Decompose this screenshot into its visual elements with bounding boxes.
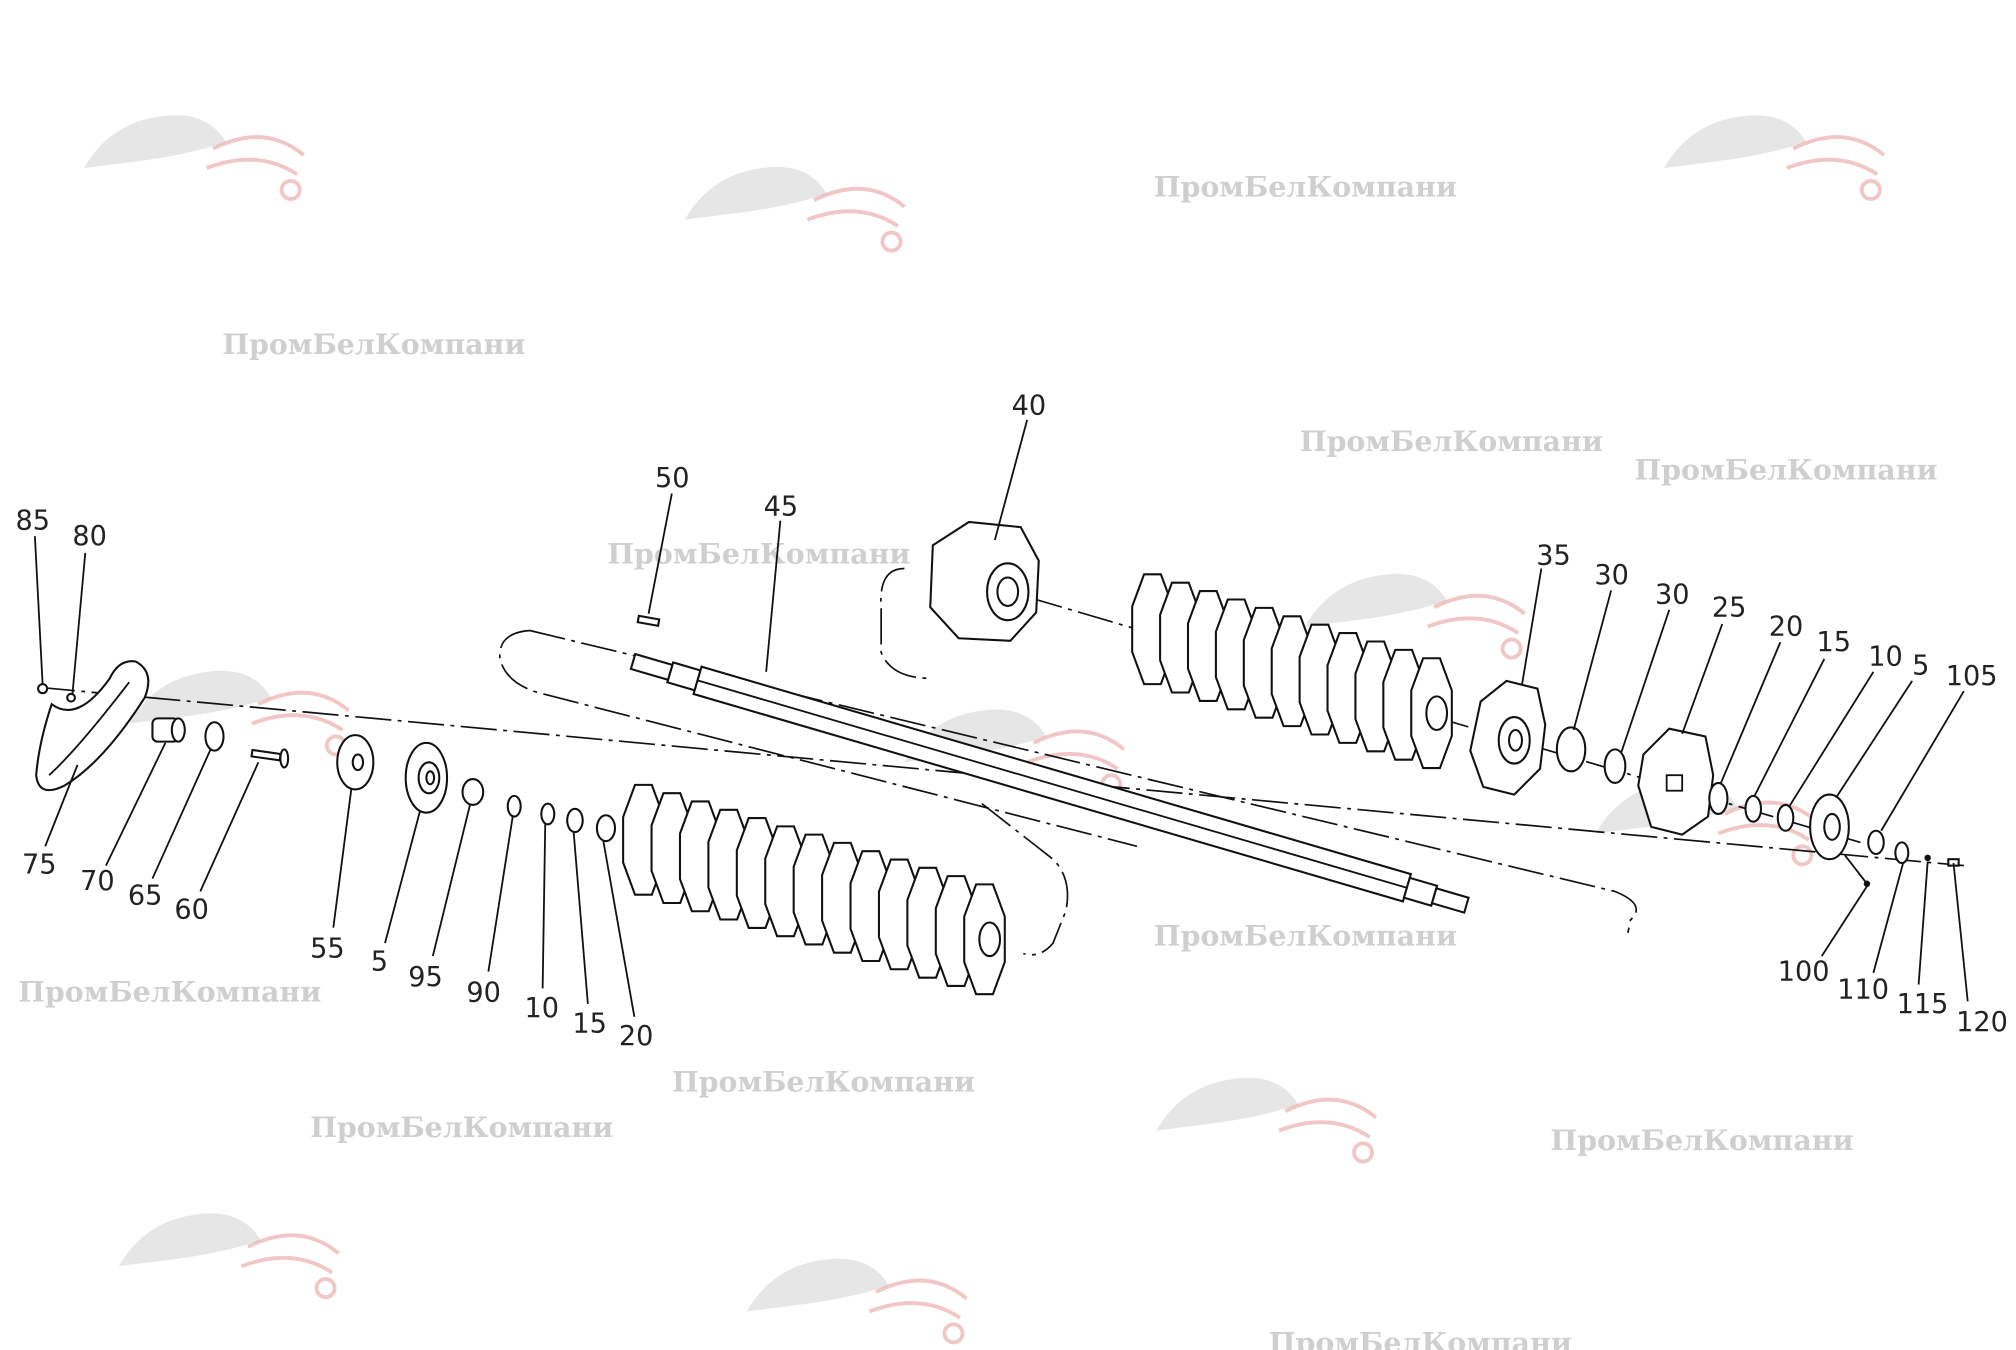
callout-50: 50 (655, 463, 690, 494)
shaft-envelope (499, 629, 1638, 933)
callout-10: 10 (525, 993, 560, 1024)
ring-15 (566, 807, 584, 834)
key-50 (636, 614, 661, 627)
callout-labels: 85 80 75 70 65 60 55 5 95 90 10 15 20 50… (16, 391, 2008, 1052)
watermark-text: ПромБелКомпани (1269, 1326, 1572, 1350)
callout-120: 120 (1956, 1007, 2008, 1038)
ring-30 (1603, 748, 1627, 784)
callout-30: 30 (1594, 560, 1629, 591)
callout-70: 70 (80, 866, 115, 897)
shaft-45 (629, 652, 1470, 914)
watermark-text: ПромБелКомпани (310, 1110, 613, 1144)
bearing-5 (404, 741, 449, 814)
flange-55 (336, 734, 375, 791)
roller-lower (622, 783, 1006, 996)
bearing-5-right (1809, 793, 1850, 861)
callout-25: 25 (1712, 592, 1747, 623)
callout-20: 20 (619, 1021, 654, 1052)
seal-30 (1555, 726, 1587, 773)
watermark-logos (83, 115, 1885, 1345)
ring-15-right (1744, 794, 1763, 823)
watermark-text: ПромБелКомпани (1154, 919, 1457, 953)
square-plate-25 (1637, 727, 1715, 836)
watermark-logo (1156, 1077, 1378, 1164)
callout-40: 40 (1012, 391, 1047, 422)
watermark-logo (746, 1258, 968, 1345)
callout-110: 110 (1837, 975, 1889, 1006)
roller-bore (978, 921, 1002, 958)
watermark-text: ПромБелКомпани (672, 1065, 975, 1099)
nut-105 (1867, 829, 1885, 856)
callout-80: 80 (72, 521, 107, 552)
callout-55: 55 (310, 933, 345, 964)
watermark-text: ПромБелКомпани (1300, 424, 1603, 458)
callout-15: 15 (572, 1008, 607, 1039)
roller-upper (1131, 573, 1453, 770)
callout-15-right: 15 (1817, 627, 1852, 658)
watermark-text: ПромБелКомпани (18, 974, 321, 1008)
callout-85: 85 (16, 506, 51, 537)
rollers (622, 573, 1453, 996)
pin-115 (1924, 854, 1931, 862)
hex-disc-35 (1469, 679, 1547, 796)
callout-10-right: 10 (1868, 641, 1903, 672)
callout-35: 35 (1536, 541, 1571, 572)
nut-85 (37, 683, 49, 695)
callout-95: 95 (408, 962, 443, 993)
ring-10-right (1776, 803, 1795, 832)
callout-90: 90 (466, 977, 501, 1008)
washer-65 (204, 721, 225, 752)
callout-100: 100 (1778, 957, 1830, 988)
callout-60: 60 (174, 895, 209, 926)
watermark-logo (83, 115, 305, 201)
callout-75: 75 (22, 849, 57, 880)
roller-connector (981, 802, 1069, 956)
callout-105: 105 (1946, 661, 1998, 692)
washer-110 (1894, 841, 1910, 865)
bolt-60 (250, 748, 290, 769)
watermark-logo (129, 670, 351, 757)
sleeve-95 (461, 778, 485, 806)
callout-5: 5 (371, 946, 388, 977)
callout-30b: 30 (1655, 579, 1690, 610)
callout-115: 115 (1897, 989, 1949, 1020)
leader-lines (33, 419, 1969, 1017)
watermark-logo (1664, 115, 1885, 201)
callout-5-right: 5 (1912, 650, 1929, 681)
hex-hub-40 (929, 520, 1040, 642)
bracket-75 (35, 660, 150, 792)
washer-80 (66, 692, 76, 703)
watermark-logo (118, 1213, 340, 1300)
ring-90 (506, 794, 522, 818)
watermarks: ПромБелКомпани ПромБелКомпани ПромБелКом… (18, 169, 1938, 1350)
watermark-text: ПромБелКомпани (607, 536, 910, 570)
roller-bore (1425, 695, 1449, 732)
callout-65: 65 (128, 880, 163, 911)
watermark-text: ПромБелКомпани (222, 327, 525, 361)
washer-20 (595, 814, 617, 843)
axis-connector (880, 567, 931, 680)
bushing-70 (151, 717, 186, 743)
watermark-text: ПромБелКомпани (1154, 169, 1457, 203)
watermark-text: ПромБелКомпани (1634, 452, 1937, 486)
callout-45: 45 (764, 492, 799, 523)
washer-20-right (1708, 781, 1729, 815)
ring-10 (540, 802, 556, 826)
callout-20-right: 20 (1769, 612, 1804, 643)
watermark-text: ПромБелКомпани (1550, 1123, 1853, 1157)
watermark-logo (1304, 573, 1526, 660)
watermark-logo (684, 166, 906, 253)
